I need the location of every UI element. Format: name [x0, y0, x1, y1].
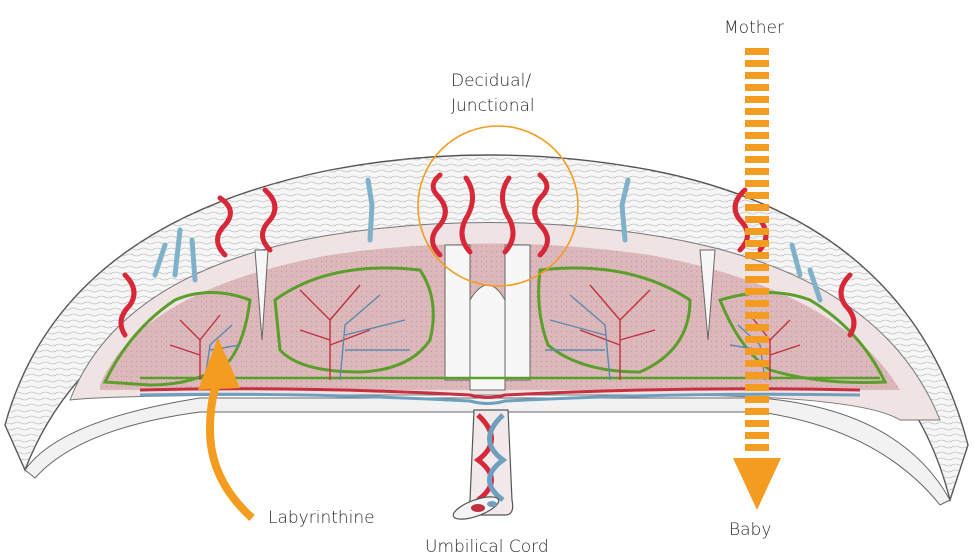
arrow-dash: [745, 432, 769, 439]
junctional-label: Junctional: [451, 95, 535, 117]
arrow-dash: [745, 60, 769, 67]
labyrinthine-label: Labyrinthine: [268, 507, 375, 529]
arrow-dash: [745, 408, 769, 415]
arrow-dash: [745, 324, 769, 331]
arrow-dash: [745, 384, 769, 391]
arrow-dash: [745, 144, 769, 151]
arrow-dash: [745, 156, 769, 163]
mother-label: Mother: [724, 17, 784, 39]
arrow-dash: [745, 300, 769, 307]
arrow-dash: [745, 276, 769, 283]
arrow-dash: [745, 312, 769, 319]
arrow-dash: [745, 204, 769, 211]
arrow-dash: [745, 108, 769, 115]
arrow-dash: [745, 372, 769, 379]
arrow-dash: [745, 168, 769, 175]
arrow-dash: [745, 444, 769, 451]
arrow-dash: [745, 84, 769, 91]
arrow-dash: [745, 264, 769, 271]
arrow-dash: [745, 420, 769, 427]
decidual-label: Decidual/: [451, 70, 531, 92]
arrow-dash: [745, 360, 769, 367]
umbilical-cord: [451, 410, 513, 524]
arrow-dash: [745, 336, 769, 343]
arrow-dash: [745, 396, 769, 403]
arrow-dash: [745, 72, 769, 79]
arrow-dash: [745, 216, 769, 223]
arrow-dash: [745, 228, 769, 235]
umbilical-cord-label: Umbilical Cord: [425, 536, 549, 558]
arrow-dash: [745, 180, 769, 187]
arrow-dash: [745, 348, 769, 355]
arrow-dash: [745, 96, 769, 103]
baby-label: Baby: [729, 519, 771, 541]
arrow-dash: [745, 132, 769, 139]
arrow-dash: [745, 240, 769, 247]
arrow-dash: [745, 120, 769, 127]
arrow-dash: [745, 288, 769, 295]
arrow-dash: [745, 192, 769, 199]
arrow-dash: [745, 48, 769, 55]
arrow-dash: [745, 252, 769, 259]
